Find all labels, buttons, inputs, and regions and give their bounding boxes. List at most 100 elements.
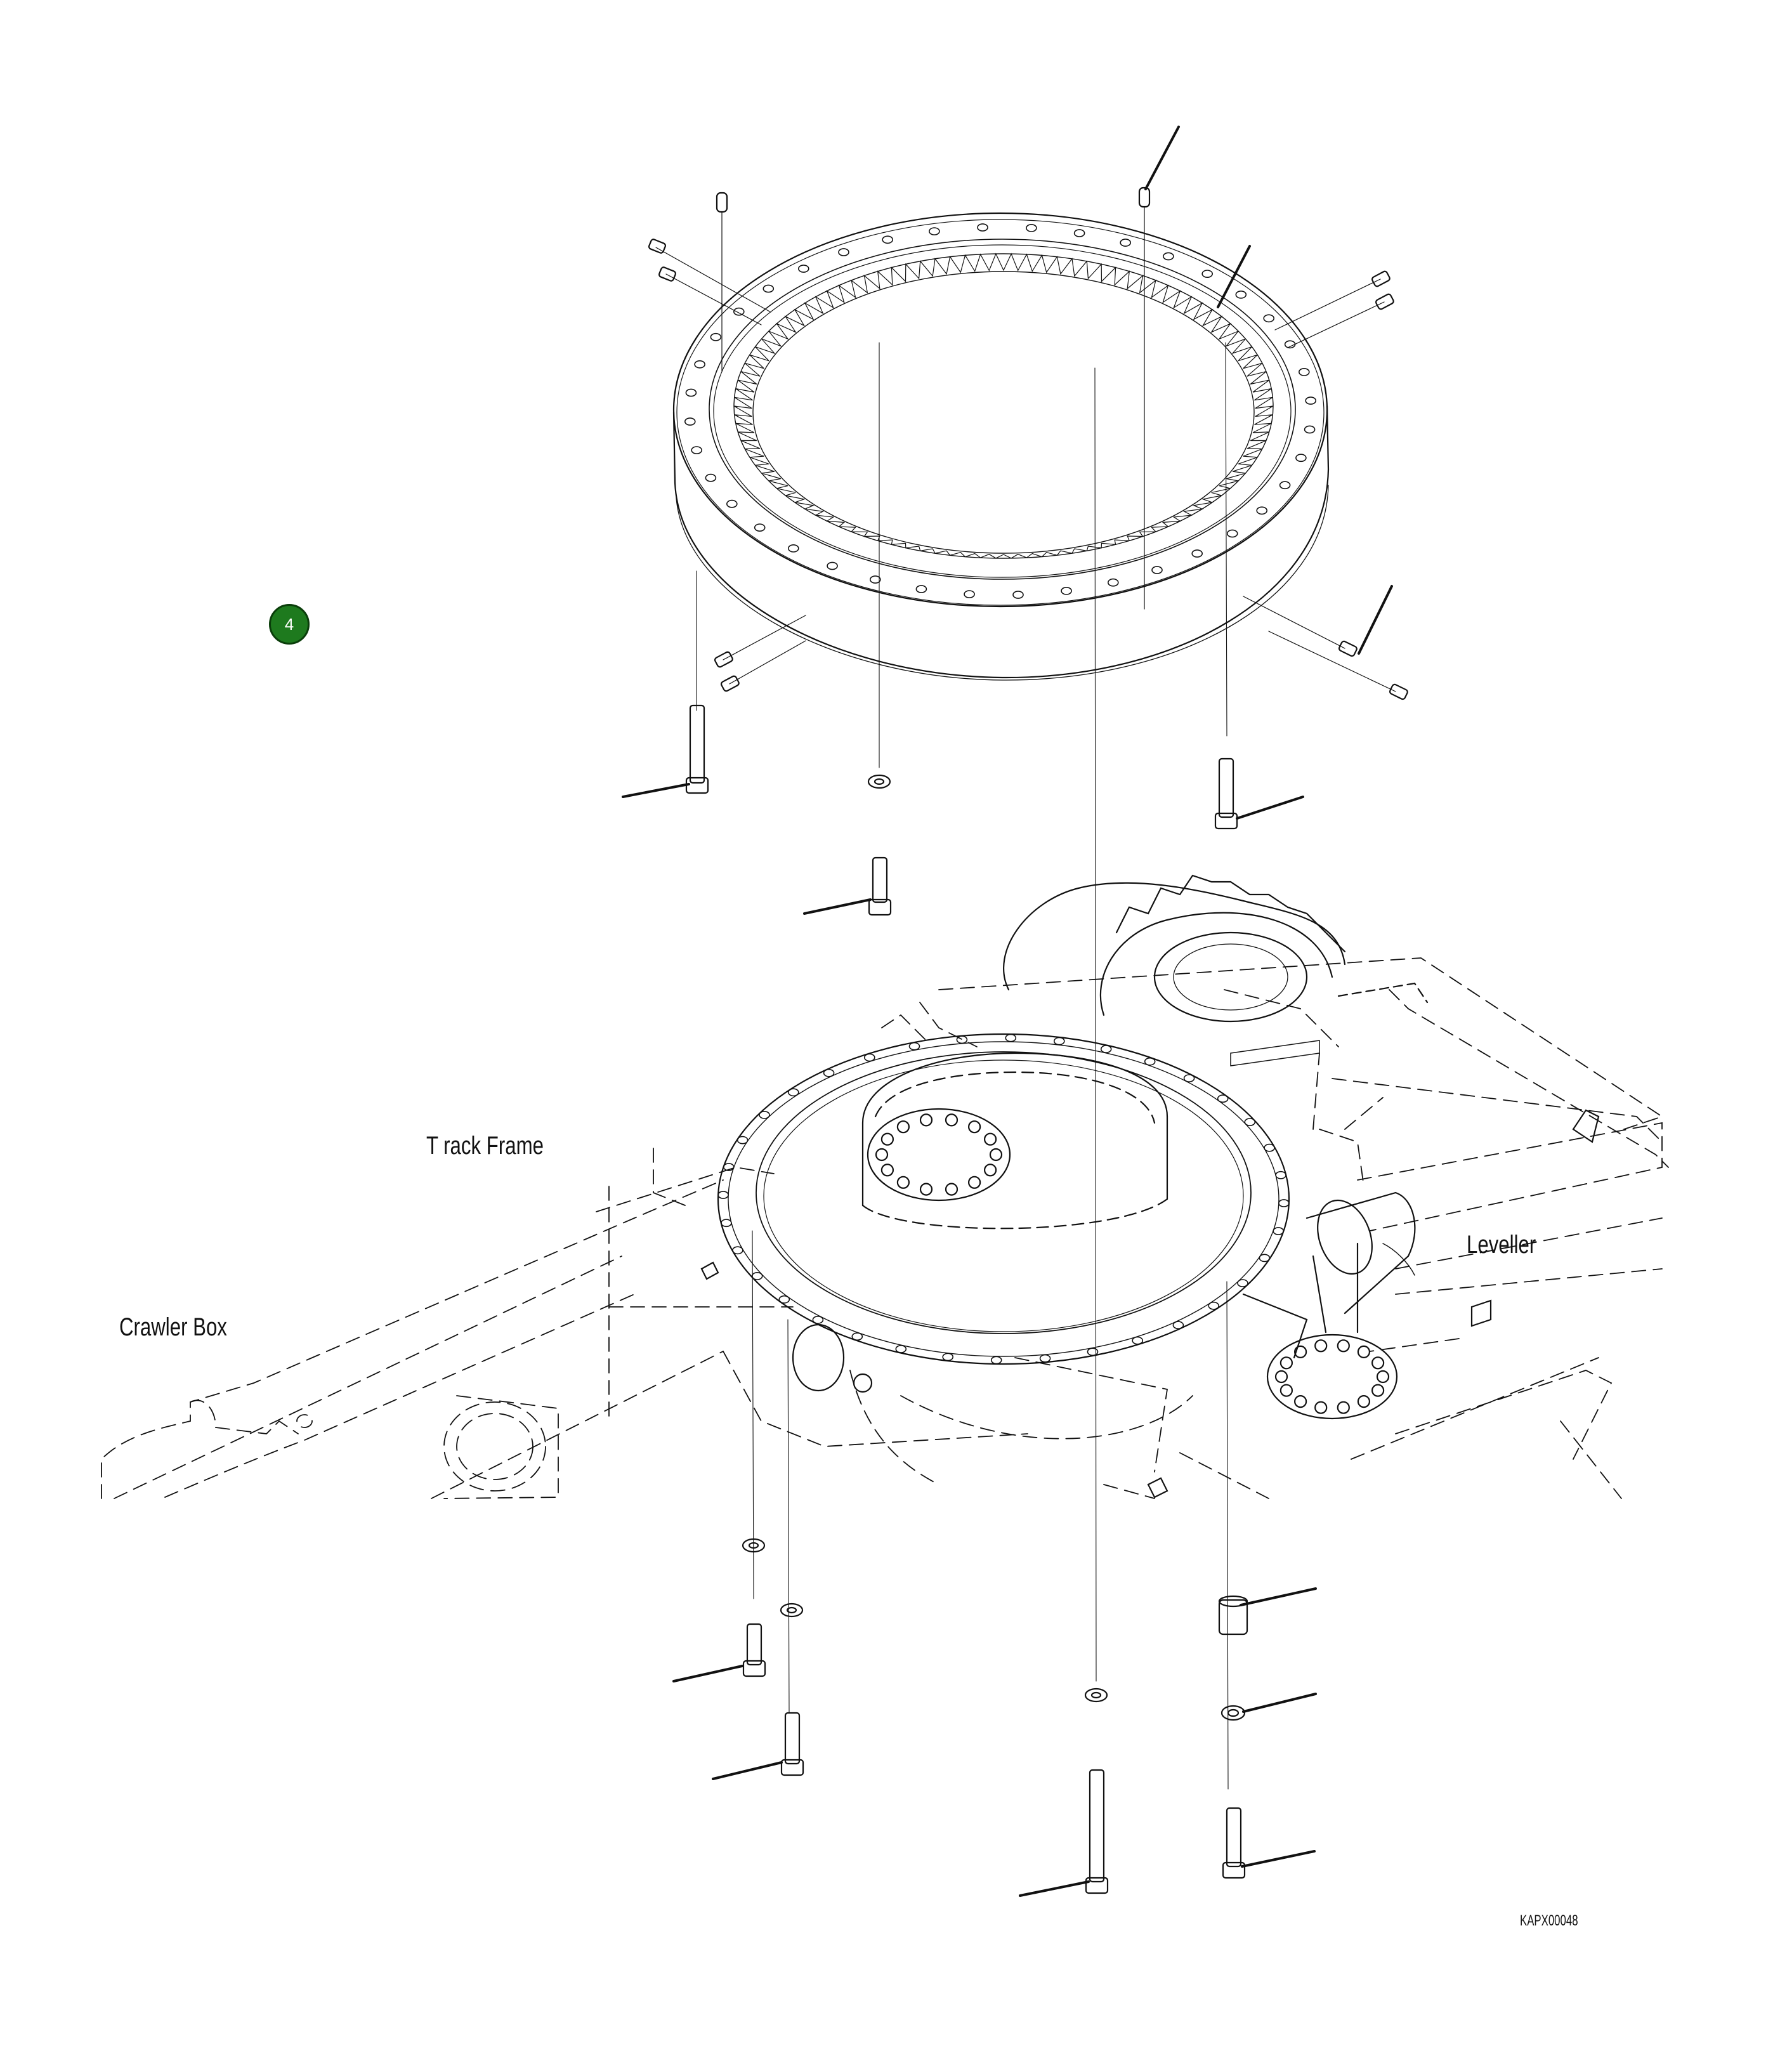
bolt-hole <box>1039 1354 1051 1363</box>
bolt-hole <box>838 248 849 256</box>
flange-outline <box>867 1108 1011 1202</box>
bolt-hole <box>1012 591 1024 599</box>
grease-fitting <box>1147 1477 1168 1498</box>
bolt-hole <box>705 473 717 482</box>
drawing-code: KAPX00048 <box>1520 1912 1578 1929</box>
bolt-hole <box>1191 549 1203 558</box>
bolt-hole <box>1005 1033 1017 1042</box>
bolt-hole <box>1235 290 1247 299</box>
bolt-hole <box>956 1035 968 1044</box>
crawler-box-label: Crawler Box <box>119 1313 227 1341</box>
bolt-hole <box>1273 1227 1284 1235</box>
bolt-hole <box>762 284 775 293</box>
bolt-hole <box>778 1295 790 1304</box>
bolt-hole <box>1304 425 1316 434</box>
flange-bolt <box>1294 1345 1307 1358</box>
sprocket-wheel <box>1003 874 1346 1023</box>
leader-lines <box>622 126 1393 1897</box>
bolt-hole <box>1100 1045 1112 1053</box>
flange-bolt <box>919 1113 933 1127</box>
flange-bolt <box>945 1113 959 1127</box>
slewing-ring <box>672 212 1330 681</box>
flange-bolt <box>896 1176 910 1189</box>
bolt-hole <box>1026 223 1037 232</box>
bolt-hole <box>798 265 809 273</box>
bolt-hole <box>1132 1336 1143 1345</box>
bolt-hole <box>908 1042 920 1051</box>
bolt-hole <box>851 1332 863 1341</box>
flange-bolt <box>989 1148 1003 1162</box>
bolt-hole <box>929 227 940 235</box>
upper-bolts <box>685 704 1238 916</box>
bolt-hole <box>1061 587 1072 595</box>
bolt-hole <box>694 360 705 369</box>
flange-outline <box>1266 1334 1398 1420</box>
bolt-hole <box>1299 368 1310 376</box>
bolt-hole <box>717 1191 729 1199</box>
bolt-hole <box>915 585 927 593</box>
bolt-hole <box>723 1163 735 1171</box>
lower-fasteners <box>742 1538 1248 1894</box>
bolt-hole <box>1208 1301 1219 1310</box>
bolt-hole <box>1295 454 1307 462</box>
flange-bolt <box>896 1120 910 1134</box>
flange-bolt <box>1357 1395 1370 1408</box>
flange-bolt <box>967 1120 981 1134</box>
flange-bolt <box>1337 1339 1350 1353</box>
bolt-hole <box>1151 566 1163 574</box>
bolt-hole <box>1144 1057 1156 1066</box>
bolt-hole <box>1073 229 1085 237</box>
callout-number-badge[interactable]: 4 <box>269 604 310 645</box>
flange-bolt <box>1274 1370 1288 1384</box>
bolt-hole <box>1120 239 1131 247</box>
flange-bolt <box>1279 1384 1293 1397</box>
flange-bolt <box>919 1183 933 1196</box>
bolt-hole <box>726 499 738 508</box>
flange-bolt <box>983 1132 997 1146</box>
bolt-hole <box>754 523 766 532</box>
bolt-hole <box>977 223 988 232</box>
flange-bolt <box>880 1164 894 1177</box>
bolt-hole <box>684 417 696 426</box>
bolt-hole <box>733 307 745 316</box>
flange-bolt <box>1371 1384 1385 1397</box>
bolt-hole <box>710 332 722 341</box>
bolt-hole <box>759 1111 770 1119</box>
dowel-pins <box>716 187 1151 610</box>
grease-fitting-left <box>700 1261 719 1280</box>
assembly-center-lines <box>696 342 1229 1790</box>
grease-nipples <box>648 239 1408 700</box>
bolt-hole <box>1163 252 1174 261</box>
flange-bolt <box>1294 1395 1307 1408</box>
bolt-hole <box>1226 529 1238 538</box>
bolt-hole <box>895 1344 907 1353</box>
bolt-hole <box>1237 1279 1248 1287</box>
flange-bolt <box>983 1164 997 1177</box>
bolt-hole <box>964 590 975 598</box>
bolt-hole <box>1201 270 1213 278</box>
bolt-hole <box>788 544 799 553</box>
flange-bolt <box>945 1183 959 1196</box>
bolt-hole <box>1275 1170 1286 1179</box>
flange-bolt <box>1314 1401 1328 1414</box>
bolt-hole <box>812 1315 824 1324</box>
flange-bolt <box>967 1176 981 1189</box>
bolt-hole <box>1244 1118 1256 1126</box>
bolt-hole <box>751 1272 763 1280</box>
bolt-hole <box>1108 578 1119 587</box>
bolt-hole <box>1278 1199 1290 1207</box>
bolt-hole <box>882 235 893 244</box>
bolt-hole <box>788 1088 799 1097</box>
flange-bolt <box>1357 1345 1370 1358</box>
bolt-hole <box>1256 506 1267 515</box>
bolt-hole <box>1259 1254 1271 1262</box>
track-frame-ring <box>717 1033 1416 1420</box>
flange-bolt <box>1371 1356 1385 1370</box>
crawler-frame-dashed <box>101 957 1669 1499</box>
bolt-hole <box>823 1068 835 1077</box>
flange-bolt <box>1337 1401 1350 1414</box>
flange-bolt <box>1314 1339 1328 1353</box>
bolt-hole <box>732 1246 743 1255</box>
flange-bolt <box>875 1148 889 1162</box>
